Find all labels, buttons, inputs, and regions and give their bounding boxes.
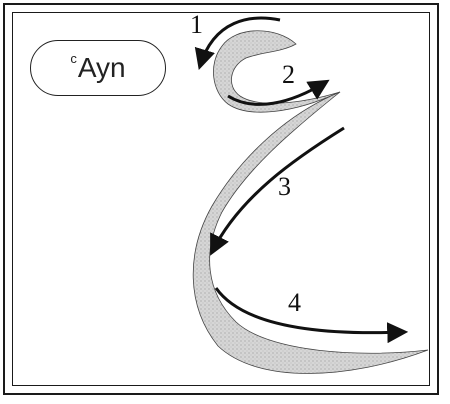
diagram-inner-border bbox=[12, 12, 430, 386]
step-2-arrow bbox=[227, 79, 330, 106]
step-1-label: 1 bbox=[190, 10, 203, 39]
step-2-label: 2 bbox=[282, 60, 295, 89]
letter-name-superscript: c bbox=[70, 50, 77, 66]
step-1-arrow bbox=[194, 16, 281, 71]
step-3-label: 3 bbox=[278, 172, 291, 201]
step-4-label: 4 bbox=[288, 288, 301, 317]
letter-name-badge: c Ayn bbox=[30, 40, 166, 96]
step-4-arrow bbox=[214, 287, 409, 344]
step-3-arrow bbox=[210, 126, 345, 256]
letter-name-text: Ayn bbox=[77, 52, 126, 83]
ayn-body-stroke bbox=[192, 91, 429, 374]
